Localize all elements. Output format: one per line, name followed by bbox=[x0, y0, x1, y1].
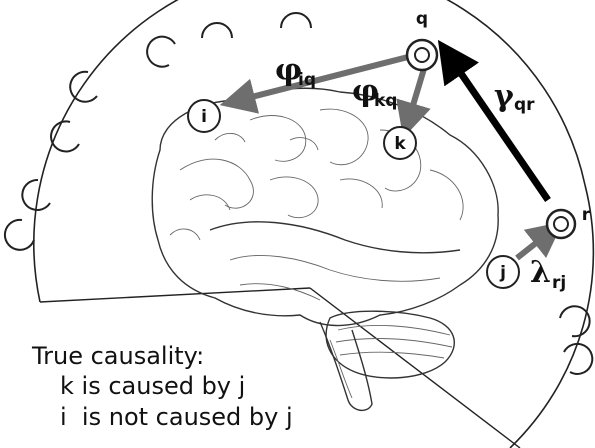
electrode-loop-icon bbox=[202, 23, 232, 38]
caption-title: True causality: bbox=[31, 342, 204, 370]
electrode-loop-icon bbox=[5, 220, 34, 250]
arrow-r-to-q bbox=[449, 56, 548, 200]
electrode-loop-icon bbox=[147, 37, 175, 67]
node-r-label: r bbox=[582, 205, 591, 225]
lambda-rj-subscript: rj bbox=[552, 273, 566, 293]
node-r: r bbox=[547, 205, 591, 238]
label-phi-iq: φ iq bbox=[275, 53, 316, 90]
electrode-loop-icon bbox=[281, 13, 311, 28]
electrode-loop-icon bbox=[70, 72, 97, 102]
label-phi-kq: φ kq bbox=[352, 74, 397, 111]
gamma-qr-subscript: qr bbox=[514, 95, 535, 115]
phi-iq-subscript: iq bbox=[298, 70, 316, 90]
lambda-rj-symbol: λ bbox=[530, 255, 551, 290]
label-lambda-rj: λ rj bbox=[530, 255, 566, 293]
gamma-qr-symbol: γ bbox=[494, 79, 514, 114]
node-i: i bbox=[188, 100, 220, 132]
node-i-label: i bbox=[201, 107, 207, 127]
node-q-label: q bbox=[416, 9, 428, 29]
caption-line-i: i is not caused by j bbox=[60, 403, 293, 431]
phi-kq-subscript: kq bbox=[374, 91, 397, 111]
node-k-label: k bbox=[394, 134, 406, 154]
electrode-loop-icon bbox=[564, 344, 592, 374]
node-k: k bbox=[384, 127, 416, 159]
caption-line-k: k is caused by j bbox=[60, 372, 245, 400]
node-q: q bbox=[407, 9, 437, 70]
node-j-label: j bbox=[499, 263, 506, 283]
node-j: j bbox=[487, 256, 519, 288]
label-gamma-qr: γ qr bbox=[494, 79, 535, 115]
causality-caption: True causality: k is caused by j i is no… bbox=[31, 342, 293, 431]
